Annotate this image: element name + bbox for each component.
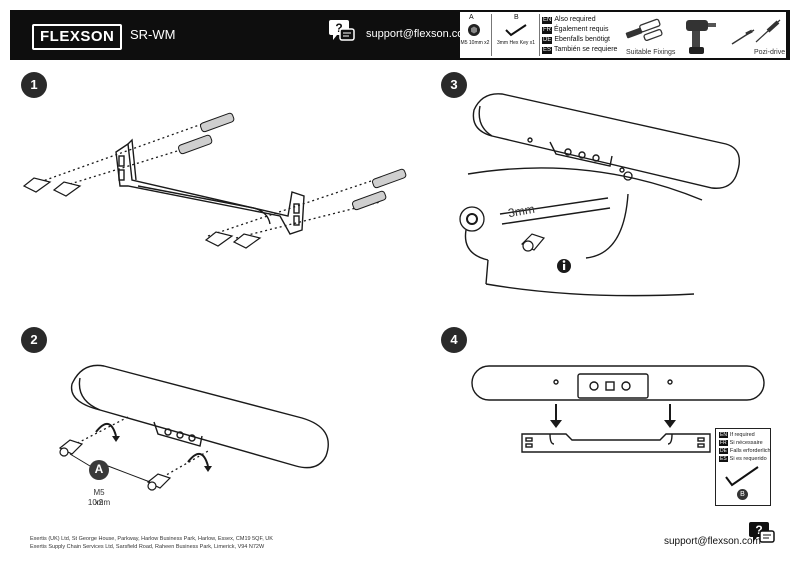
- item-b-caption: 3mm Hex Key x1: [496, 40, 536, 46]
- fixings-label: Suitable Fixings: [626, 49, 676, 56]
- step-2-soundbar-illustration: [58, 364, 329, 491]
- hex-callout: 3mm: [506, 201, 536, 221]
- item-b-letter: B: [514, 14, 519, 21]
- wall-plugs-icon: [625, 18, 663, 41]
- step-1-bracket-illustration: [22, 112, 407, 249]
- footer-address-uk: Exertis (UK) Ltd, St George House, Parkw…: [30, 536, 273, 542]
- step-4-badge: 4: [441, 327, 467, 353]
- step-4-mounting-illustration: [471, 365, 765, 453]
- support-chat-icon: ?: [749, 522, 775, 543]
- divider: [539, 14, 540, 56]
- screw-a-icon: [468, 24, 480, 36]
- divider: [491, 14, 492, 56]
- tool-b-badge: B: [737, 489, 748, 500]
- step-3-soundbar-illustration: [459, 93, 740, 297]
- drill-icon: [686, 20, 716, 54]
- step-2-badge: 2: [21, 327, 47, 353]
- footer-support-email[interactable]: support@flexson.com: [664, 536, 761, 547]
- part-a-caption: M5 10mm: [87, 488, 111, 507]
- hex-key-icon: [505, 24, 527, 37]
- pozidrive-label: Pozi-drive: [754, 49, 786, 56]
- item-a-letter: A: [469, 14, 474, 21]
- item-a-caption: M5 10mm x2: [460, 40, 490, 46]
- brand-logo: FLEXSON: [32, 24, 123, 50]
- part-a-qty: x2: [94, 498, 104, 507]
- footer-address-ie: Exertis Supply Chain Services Ltd, Sarsf…: [30, 544, 265, 550]
- screwdriver-icon: [731, 19, 781, 45]
- hex-key-icon: [725, 466, 759, 487]
- header-bar: FLEXSON SR-WM ? support@flexson.com A M5…: [10, 10, 790, 60]
- support-email[interactable]: support@flexson.com: [366, 28, 473, 40]
- step-1-badge: 1: [21, 72, 47, 98]
- support-chat-icon: ?: [329, 20, 355, 41]
- svg-text:?: ?: [755, 523, 762, 537]
- model-name: SR-WM: [130, 27, 176, 42]
- step-3-badge: 3: [441, 72, 467, 98]
- info-icon: [557, 259, 571, 273]
- part-a-letter: A: [94, 462, 104, 476]
- svg-text:?: ?: [335, 21, 342, 35]
